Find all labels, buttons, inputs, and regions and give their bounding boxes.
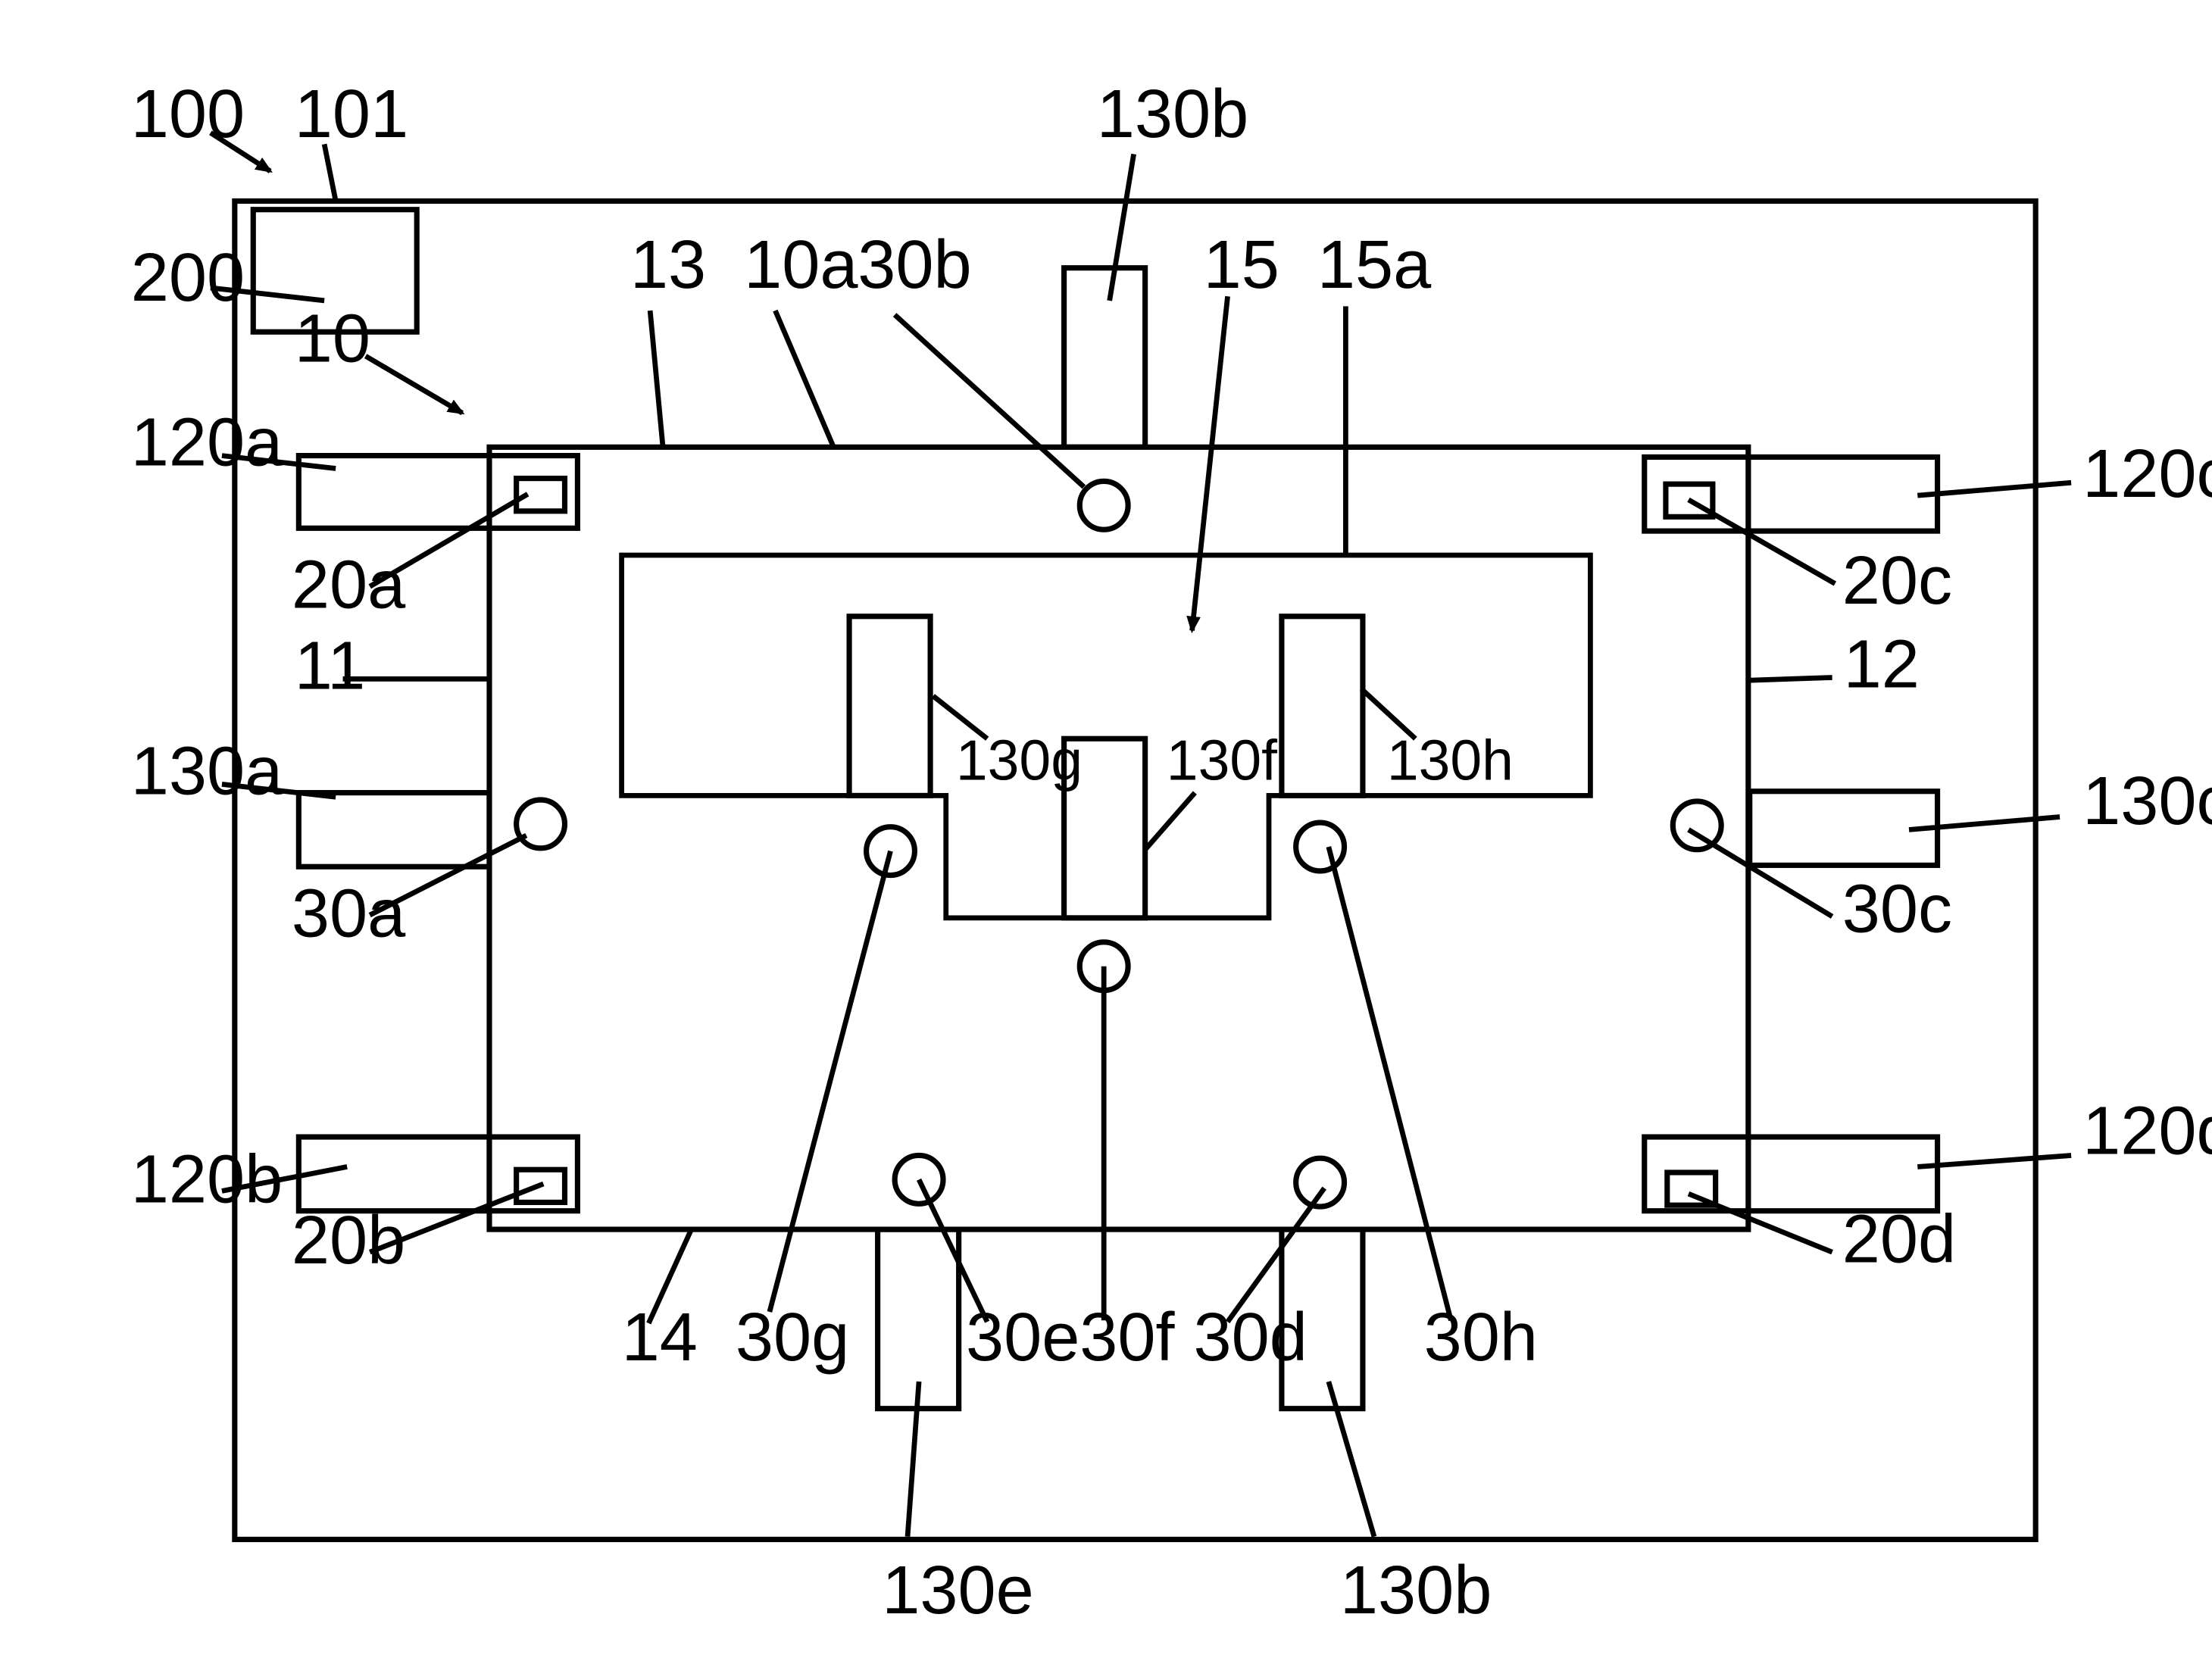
- label-130g: 130g: [956, 729, 1083, 792]
- label-30f: 30f: [1079, 1299, 1175, 1375]
- label-30b: 30b: [858, 226, 971, 303]
- pin-130b-top: [1064, 268, 1145, 448]
- label-130a: 130a: [131, 732, 283, 809]
- label-130f: 130f: [1167, 729, 1277, 792]
- pin-130g: [849, 617, 930, 796]
- label-30e: 30e: [966, 1299, 1079, 1375]
- label-120d: 120d: [2082, 1093, 2212, 1169]
- label-15a: 15a: [1317, 226, 1432, 303]
- label-130h: 130h: [1387, 729, 1514, 792]
- label-30d: 30d: [1193, 1299, 1307, 1375]
- label-20b: 20b: [292, 1202, 405, 1279]
- hole-30b: [1079, 481, 1128, 529]
- label-10: 10: [295, 301, 370, 377]
- label-120b: 120b: [131, 1141, 283, 1217]
- label-30g: 30g: [736, 1299, 849, 1375]
- hole-30h: [1296, 823, 1345, 871]
- label-10a: 10a: [744, 226, 858, 303]
- label-30a: 30a: [292, 875, 406, 951]
- label-12: 12: [1844, 626, 1920, 703]
- label-20c: 20c: [1842, 542, 1952, 619]
- hole-30a: [517, 800, 565, 848]
- label-120a: 120a: [131, 404, 283, 481]
- label-120c: 120c: [2082, 436, 2212, 512]
- label-100: 100: [131, 76, 245, 152]
- label-130e: 130e: [882, 1552, 1034, 1628]
- label-130c: 130c: [2082, 763, 2212, 839]
- label-101: 101: [295, 76, 408, 152]
- label-30h: 30h: [1424, 1299, 1538, 1375]
- label-200: 200: [131, 239, 245, 316]
- label-130b-top: 130b: [1097, 76, 1249, 152]
- label-30c: 30c: [1842, 871, 1952, 948]
- label-14: 14: [622, 1299, 698, 1375]
- tab-130a: [298, 793, 489, 867]
- label-130b-bottom: 130b: [1340, 1552, 1492, 1628]
- label-20d: 20d: [1842, 1201, 1956, 1277]
- label-13: 13: [630, 226, 706, 303]
- label-11: 11: [295, 628, 366, 704]
- pin-130h: [1282, 617, 1363, 796]
- label-20a: 20a: [292, 547, 406, 623]
- hole-30d: [1296, 1158, 1345, 1207]
- label-15: 15: [1204, 226, 1279, 303]
